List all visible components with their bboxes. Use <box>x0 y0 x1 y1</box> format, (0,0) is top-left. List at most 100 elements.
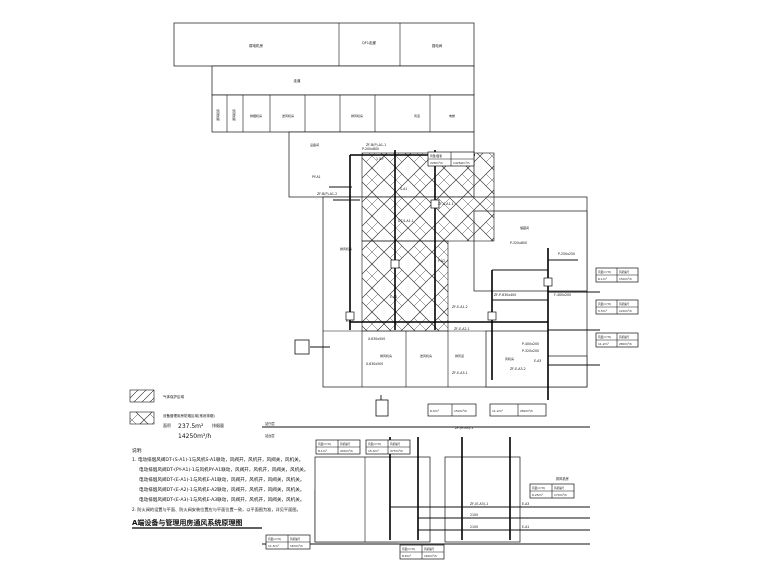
tag-t8: ZF-S-A1-1 <box>438 202 454 206</box>
note-5: 电动排烟风阀DT-(E-A3)-1与风机E-A3联动，风阀开，风机开，风阀关，风… <box>139 496 304 503</box>
strip-d-label: 送风机房 <box>282 113 294 118</box>
legend-flow-value: 14250m³/h <box>178 433 211 440</box>
legend-flow-prefix: 排烟量 <box>212 422 224 428</box>
notes: 说明: 1. 电动排烟风阀DT-(S-A1)-1与风机S-A1联动，风阀开，风机… <box>132 447 308 529</box>
strip-g-label: 电梯 <box>449 113 455 118</box>
hall-label: 设备间 <box>310 142 319 147</box>
tag-t5: P-200x800 <box>362 147 379 151</box>
svg-text:11.2m²: 11.2m² <box>492 409 504 413</box>
svg-text:6.0m²: 6.0m² <box>430 409 440 413</box>
section-fan-a: E-A3 <box>522 502 529 506</box>
note-4: 电动排烟风阀DT-(E-A2)-1与风机E-A2联动，风阀开，风机开，风阀关，风… <box>139 486 304 493</box>
svg-text:风量(m³/h): 风量(m³/h) <box>402 547 415 551</box>
tag-t18: E-A3 <box>534 359 541 363</box>
svg-text:8.1m²: 8.1m² <box>318 449 328 453</box>
notes-heading: 说明: <box>132 447 143 454</box>
svg-text:11.2m²: 11.2m² <box>598 342 610 346</box>
spec-table-9: 风量(m³/h) 风机编号 6.25m² 170m³/h <box>529 483 575 499</box>
tag-t11: E-A2 <box>390 295 397 299</box>
legend-area-value: 237.5m² <box>178 423 204 430</box>
tag-t24: F-400x200 <box>554 293 571 297</box>
note-6: 2. 防火阀的设置与平面、防火阀安装位置应与平面位置一致，以平面图为准，详见平面… <box>132 506 301 513</box>
legend-hatch-2-label: 设备管理用房防烟区域(常闭排烟) <box>163 413 215 418</box>
smoke-zone-herringbone-1 <box>361 152 495 242</box>
tag-t23: P-320x800 <box>510 241 527 245</box>
room-right-label: 强电间 <box>432 43 443 48</box>
floor-a-label: 站厅层 <box>265 421 275 426</box>
drawing-title: A端设备与管理用房通风系统原理图 <box>132 518 242 527</box>
strip-f-label: 风道 <box>414 113 420 118</box>
spec-table-4: 风量(m³/h) 风机编号 11.2m² 280m³/h <box>595 332 639 348</box>
section-view: 站厅层 站台层 ZF-(E-A3)-1 ZF-(E-A3)-1 E-A3 E-A… <box>262 421 590 560</box>
legend-area-prefix: 面积 <box>163 422 171 428</box>
strip-c-label: 排烟机房 <box>250 113 262 118</box>
svg-text:150m³/h: 150m³/h <box>619 277 632 281</box>
svg-text:风量/面积: 风量/面积 <box>430 154 442 158</box>
legend-hatch-1-label: 气体保护区域 <box>163 394 184 399</box>
lower-mid-label: 送风机房 <box>420 353 432 358</box>
spec-table-10: 风量(m³/h) 风机编号 11.5m² 163m³/h <box>265 534 311 550</box>
west-room-label: 排风机房 <box>340 246 352 251</box>
tag-t9: P-A2 <box>438 259 445 263</box>
svg-text:风量(m³/h): 风量(m³/h) <box>318 442 331 446</box>
strip-a-label: 通风机房 <box>215 109 220 121</box>
spec-table-6: 6.0m² 150m³/h <box>427 403 477 417</box>
room-left-label: 弱电机房 <box>249 43 263 48</box>
svg-text:170m³/h: 170m³/h <box>554 493 567 497</box>
plan-area: 排风机房 储藏间 排风机房 送风机房 排风道 风机房 <box>294 143 639 417</box>
svg-text:风机编号: 风机编号 <box>619 270 630 274</box>
spec-table-8: 风量(m³/h) 风机编号 15.0m² 375m³/h <box>365 439 411 455</box>
tag-t12: ZF-E-A1-2 <box>452 305 468 309</box>
svg-text:6.25m²: 6.25m² <box>532 493 544 497</box>
svg-text:风机编号: 风机编号 <box>619 302 630 306</box>
note-1: 1. 电动排烟风阀DT-(S-A1)-1与风机S-A1联动，风阀开，风机开，风阀… <box>132 456 303 463</box>
svg-text:150m³/h: 150m³/h <box>454 409 467 413</box>
smoke-zone-herringbone-2 <box>361 240 449 332</box>
room-mid-label: QF1走廊 <box>362 40 376 45</box>
spec-table-3: 风量(m³/h) 风机编号 5.5m² 120m³/h <box>595 299 639 315</box>
svg-text:风量(m³/h): 风量(m³/h) <box>598 270 611 274</box>
tag-t6: S-A1 <box>400 187 407 191</box>
svg-text:228m³/h: 228m³/h <box>430 161 443 165</box>
spec-table-1: 风量/面积 228m³/h 14250m³/h <box>427 151 475 167</box>
svg-text:风机编号: 风机编号 <box>554 486 565 490</box>
tag-t16: P-320x200 <box>522 349 539 353</box>
top-building: 弱电机房 QF1走廊 强电间 走道 通风机房 通风机房 排烟机房 送风机房 排风… <box>173 22 475 198</box>
svg-text:280m³/h: 280m³/h <box>520 409 533 413</box>
svg-text:14250m³/h: 14250m³/h <box>453 161 470 165</box>
section-tag-a: ZF-(E-A3)-1 <box>455 426 473 430</box>
tag-t13: X-630x500 <box>368 337 385 341</box>
spec-table-2: 风量(m³/h) 风机编号 6.1m² 150m³/h <box>595 267 639 283</box>
spec-table-11: 风量(m³/h) 风机编号 8.6m² 160m³/h <box>399 544 445 560</box>
svg-text:风机编号: 风机编号 <box>290 537 301 541</box>
tag-t1: ZF-B(P)-A1-1 <box>366 143 386 147</box>
svg-text:风机编号: 风机编号 <box>390 442 401 446</box>
room-top-band <box>173 22 475 67</box>
tag-t14: ZF-E-A2-1 <box>454 327 470 331</box>
svg-text:200m³/h: 200m³/h <box>340 449 353 453</box>
lower-left-label: 排风机房 <box>380 353 392 358</box>
spec-table-7: 风量(m³/h) 风机编号 8.1m² 200m³/h <box>315 439 361 455</box>
tag-t19: X-630x500 <box>366 362 383 366</box>
svg-text:6.1m²: 6.1m² <box>598 277 608 281</box>
section-tag-b: ZF-(E-A3)-1 <box>470 502 488 506</box>
legend-hatch-2 <box>129 411 155 425</box>
svg-text:8.6m²: 8.6m² <box>402 554 412 558</box>
svg-text:280m³/h: 280m³/h <box>619 342 632 346</box>
svg-text:风量(m³/h): 风量(m³/h) <box>598 302 611 306</box>
spec-table-5: 11.2m² 280m³/h <box>489 403 547 417</box>
tag-t15: P-400x200 <box>522 342 539 346</box>
tag-t7: DT-S-A1-1 <box>398 219 414 223</box>
room-corridor <box>211 65 475 96</box>
tag-t17: ZF-E-A3-1 <box>452 371 468 375</box>
tag-t22: ZF-P-630x400 <box>494 293 516 297</box>
svg-text:风量(m³/h): 风量(m³/h) <box>598 335 611 339</box>
lower-right-label: 排风道 <box>455 353 464 358</box>
svg-text:风量(m³/h): 风量(m³/h) <box>268 537 281 541</box>
tag-t10: E-A1 <box>346 319 353 323</box>
room-strip <box>211 94 475 133</box>
fan-box-2 <box>375 399 389 417</box>
svg-text:风量(m³/h): 风量(m³/h) <box>532 486 545 490</box>
svg-text:160m³/h: 160m³/h <box>424 554 437 558</box>
